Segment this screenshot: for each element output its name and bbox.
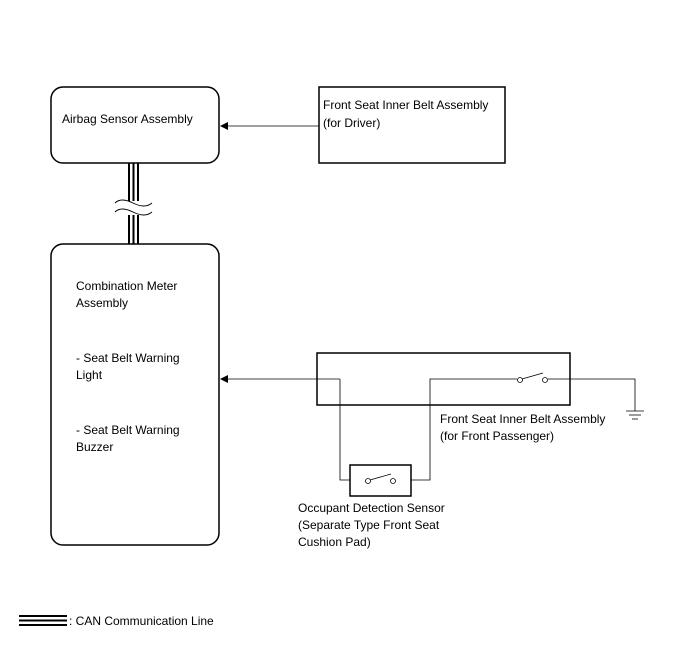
occupant-detection-sensor: Occupant Detection Sensor (Separate Type… <box>298 464 445 549</box>
airbag-sensor-label: Airbag Sensor Assembly <box>62 112 193 126</box>
warning-buzzer-label-line2: Buzzer <box>76 440 113 454</box>
occupant-sensor-label-line2: (Separate Type Front Seat <box>298 518 440 532</box>
passenger-belt-label-line1: Front Seat Inner Belt Assembly <box>440 412 605 426</box>
driver-belt-assembly: Front Seat Inner Belt Assembly (for Driv… <box>318 86 506 164</box>
driver-belt-label-line2: (for Driver) <box>323 116 380 130</box>
passenger-belt-label-line2: (for Front Passenger) <box>440 429 554 443</box>
occupant-sensor-label-line1: Occupant Detection Sensor <box>298 501 445 515</box>
warning-light-label-line2: Light <box>76 368 103 382</box>
combination-meter-assembly: Combination Meter Assembly - Seat Belt W… <box>50 243 220 546</box>
airbag-sensor-assembly: Airbag Sensor Assembly <box>50 86 220 164</box>
occupant-sensor-switch <box>365 473 396 484</box>
can-communication-line <box>114 163 153 244</box>
line-break-symbol-lower <box>114 208 153 216</box>
warning-buzzer-label-line1: - Seat Belt Warning <box>76 423 180 437</box>
line-break-symbol-upper <box>114 199 153 207</box>
combination-meter-label-line2: Assembly <box>76 296 128 310</box>
occupant-sensor-label-line3: Cushion Pad) <box>298 535 371 549</box>
driver-belt-label-line1: Front Seat Inner Belt Assembly <box>323 98 488 112</box>
legend-can-label: : CAN Communication Line <box>69 614 214 628</box>
passenger-circuit-wiring <box>339 378 636 481</box>
warning-light-label-line1: - Seat Belt Warning <box>76 351 180 365</box>
ground-symbol <box>626 410 644 420</box>
legend-can-line: : CAN Communication Line <box>19 614 214 628</box>
combination-meter-label-line1: Combination Meter <box>76 279 177 293</box>
passenger-belt-switch <box>517 372 548 383</box>
